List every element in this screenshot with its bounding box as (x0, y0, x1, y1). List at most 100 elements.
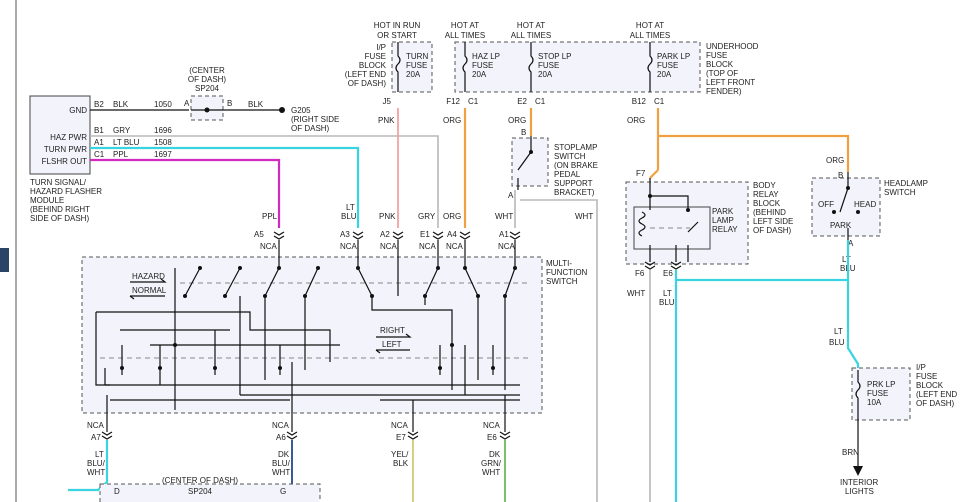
label-line: (LEFT END (345, 70, 386, 79)
haz-fuse-symbol (462, 42, 468, 92)
wire-color: GRY (418, 212, 436, 221)
wire-label-pnk: PNK (378, 116, 395, 125)
contact-dot (491, 366, 495, 370)
contact-dot (370, 294, 374, 298)
stoplamp-switch-label: STOPLAMP SWITCH (ON BRAKE PEDAL SUPPORT … (554, 143, 598, 197)
wire-color: LT (95, 450, 104, 459)
header-line: ALL TIMES (445, 31, 485, 40)
sp204-splice-dot (204, 107, 210, 113)
header-line: ALL TIMES (511, 31, 551, 40)
pin-label: E1 (420, 230, 430, 239)
interior-lights-label: LIGHTS (845, 487, 874, 496)
wire-color: WHT (272, 468, 290, 477)
contact-dot (423, 294, 427, 298)
wire-label-org: ORG (443, 116, 461, 125)
label-line: SIDE OF DASH) (30, 214, 89, 223)
wire-org-park (649, 108, 660, 179)
label-line: OF DASH) (188, 75, 227, 84)
interior-lights-label: INTERIOR (840, 478, 878, 487)
label-line: TURN (406, 52, 428, 61)
nca-label: NCA (272, 421, 290, 430)
right-label: RIGHT (380, 326, 405, 335)
pin-g: G (280, 487, 286, 496)
label-line: I/P (916, 363, 926, 372)
circuit-number: 1050 (154, 100, 172, 109)
contact-dot (356, 266, 360, 270)
park-fuse-label: PARK LP FUSE 20A (657, 52, 690, 79)
header-line: ALL TIMES (630, 31, 670, 40)
wire-color: WHT (87, 468, 105, 477)
ip-fuse-block-label: I/P FUSE BLOCK (LEFT END OF DASH) (345, 43, 387, 88)
contact-dot (120, 366, 124, 370)
connector-a4 (459, 231, 471, 240)
g205-label: G205 (RIGHT SIDE OF DASH) (291, 106, 339, 133)
nca-label: NCA (446, 242, 464, 251)
relay-coil-icon (638, 211, 646, 237)
wire-color: DK (489, 450, 501, 459)
header-line: HOT AT (636, 21, 664, 30)
wire-haz-label: B1 GRY 1696 (94, 126, 172, 135)
nca-label: NCA (87, 421, 105, 430)
contact-dot (846, 186, 850, 190)
prk-fuse-label: PRK LP FUSE 10A (867, 380, 895, 407)
wire-color: PPL (262, 212, 278, 221)
label-line: OF DASH) (916, 399, 955, 408)
wire-label-wht: WHT (575, 212, 593, 221)
pin-e2: E2 (517, 97, 527, 106)
pin-flshr-out-label: FLSHR OUT (42, 157, 87, 166)
pin-gnd-label: GND (69, 106, 87, 115)
normal-label: NORMAL (132, 286, 167, 295)
sp204-top-label: (CENTER OF DASH) SP204 A B BLK (184, 66, 264, 109)
pin-haz-pwr-label: HAZ PWR (50, 133, 87, 142)
pin-a: A (184, 99, 190, 108)
pin-d: D (114, 487, 120, 496)
pin-turn-pwr-label: TURN PWR (44, 145, 87, 154)
wire-color: WHT (495, 212, 513, 221)
sp204-bottom-box (99, 483, 321, 502)
wire-color: PNK (379, 212, 396, 221)
mfs-pin-e1: GRY E1 NCA (418, 212, 437, 251)
pin-b12: B12 (632, 97, 647, 106)
wire-color: LT BLU (113, 138, 140, 147)
wire-label-wht: WHT (627, 289, 645, 298)
pin-a: A (848, 239, 854, 248)
contact-dot (463, 266, 467, 270)
header-line: HOT IN RUN (374, 21, 421, 30)
label-line: PARK (712, 207, 734, 216)
wire-color: PPL (113, 150, 129, 159)
label-line: BLOCK (359, 61, 387, 70)
pin-a1: A1 (94, 138, 104, 147)
headlamp-switch-box (811, 177, 881, 237)
ip-fuse-block-turn (391, 41, 433, 93)
label-line: LEFT FRONT (706, 78, 755, 87)
mfs-pin-a2: PNK A2 NCA (379, 212, 398, 251)
park-label: PARK (830, 221, 852, 230)
label-line: FUNCTION (546, 268, 588, 277)
label-line: SWITCH (546, 277, 578, 286)
contact-dot (316, 266, 320, 270)
pin-c1: C1 (468, 97, 479, 106)
head-label: HEAD (854, 200, 876, 209)
wire-color: BLK (248, 100, 264, 109)
relay-dot (648, 194, 652, 198)
label-line: BLOCK (916, 381, 944, 390)
hazard-label: HAZARD (132, 272, 165, 281)
contact-dot (529, 150, 533, 154)
hazard-normal-arrows (129, 278, 167, 300)
bottom-connector-symbols (101, 431, 511, 440)
pin-b: B (227, 99, 232, 108)
side-collapse-tab[interactable] (0, 248, 9, 272)
connector-a7 (101, 431, 113, 440)
label-line: FUSE (657, 61, 678, 70)
mfs-bottom-bus (105, 384, 520, 401)
prk-fuse-block-box (851, 367, 911, 421)
label-line: BODY (753, 181, 776, 190)
label-line: FUSE (867, 389, 888, 398)
label-line: 10A (867, 398, 882, 407)
wire-label-org: ORG (826, 156, 844, 165)
pin-label: A3 (340, 230, 350, 239)
wire-color: DK (278, 450, 290, 459)
pin-label: A7 (91, 433, 101, 442)
contact-dot (183, 294, 187, 298)
